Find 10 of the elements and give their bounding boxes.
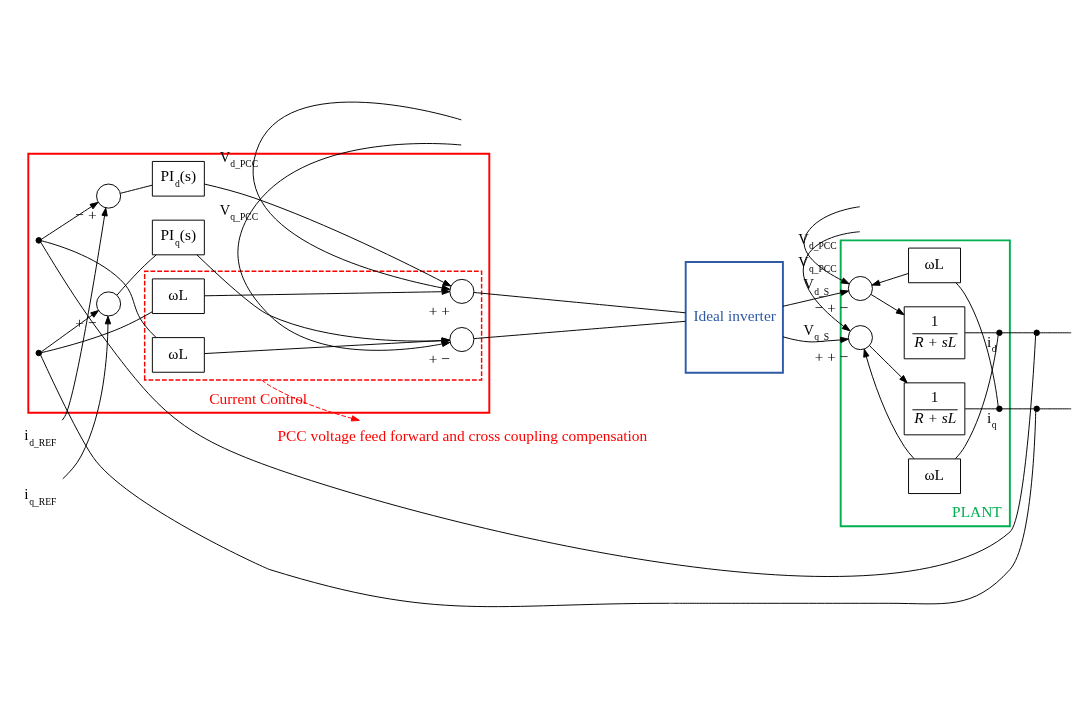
- node-label: + +: [428, 301, 450, 319]
- node-text: i$_{d_REF}$: [24, 426, 57, 448]
- node-text: PCC voltage feed forward and cross coupling compensation: [277, 427, 648, 445]
- node-label: i$_{d}$: [987, 332, 997, 355]
- node-text: i$_{q_REF}$: [24, 485, 57, 507]
- node-label: − +: [75, 206, 97, 224]
- node-label: + −: [428, 349, 450, 367]
- node-label: i$_{q}$: [987, 408, 997, 431]
- edge-label: V$_{q_S}$: [803, 321, 830, 343]
- edge-label: V$_{q_PCC}$: [219, 201, 259, 223]
